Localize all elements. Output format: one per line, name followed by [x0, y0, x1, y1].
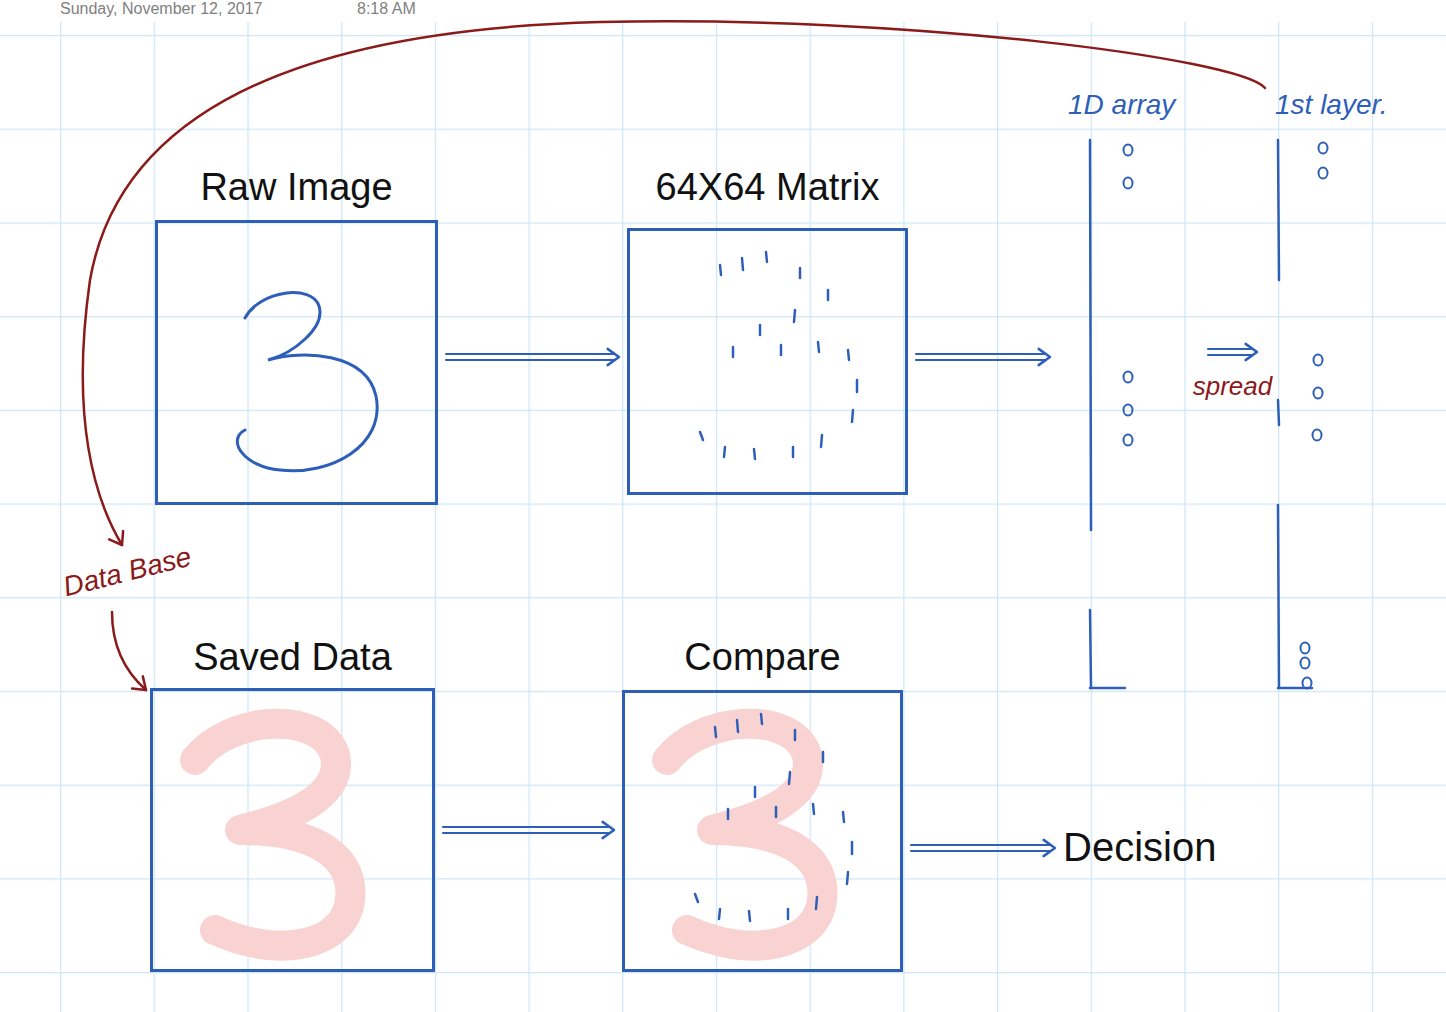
column-heading: 1st layer. [1265, 88, 1388, 122]
matrix-dots [700, 252, 857, 459]
bracket-tick [1090, 687, 1125, 690]
image-box: Compare [622, 633, 903, 972]
compare-three [667, 724, 822, 946]
edge-label: Data Base [60, 541, 195, 604]
curved-connector [83, 21, 1265, 545]
arrow-head [603, 822, 614, 838]
arrow-head [1246, 344, 1257, 360]
bracket-line [1278, 400, 1279, 425]
image-box: 64X64 Matrix [627, 163, 908, 495]
header-note: 8:18 AM [357, 0, 416, 18]
arrow-head [132, 676, 146, 690]
compare-dots [695, 714, 852, 921]
box-frame [155, 220, 438, 505]
neuron-dot [1319, 168, 1328, 179]
double-shaft [443, 832, 609, 834]
array-column: 1st layer. [1265, 88, 1443, 692]
neuron-dot [1124, 178, 1133, 189]
arrow-head [1039, 349, 1050, 365]
edge-label: spread [1193, 372, 1273, 402]
box-heading: Compare [684, 633, 840, 681]
connector [446, 349, 619, 365]
box-heading: 64X64 Matrix [656, 163, 880, 211]
double-shaft [911, 850, 1050, 852]
arrow-head [109, 531, 123, 545]
neuron-dot [1313, 430, 1322, 441]
arrow-head [1044, 840, 1055, 856]
array-bracket [1058, 88, 1200, 692]
array-bracket [1265, 88, 1443, 692]
double-shaft [916, 353, 1045, 355]
connector [916, 349, 1050, 365]
grid-paper [0, 22, 1446, 1012]
box-heading: Raw Image [200, 163, 392, 211]
neuron-dot [1124, 435, 1133, 446]
result-text: Decision [1063, 822, 1216, 872]
double-shaft [443, 826, 609, 828]
bracket-line [1090, 140, 1091, 530]
box-frame [622, 690, 903, 972]
double-shaft [446, 353, 614, 355]
neuron-dot [1314, 355, 1323, 366]
result-node: Decision [1063, 822, 1216, 872]
neuron-dot [1303, 678, 1312, 689]
image-box: Saved Data [150, 633, 435, 972]
neuron-dot [1124, 372, 1133, 383]
neuron-dot [1301, 658, 1310, 669]
bracket-line [1090, 610, 1091, 688]
neuron-dot [1319, 143, 1328, 154]
double-shaft [911, 844, 1050, 846]
neuron-dot [1314, 388, 1323, 399]
connector [443, 822, 614, 838]
array-column: 1D array [1058, 88, 1200, 692]
neuron-dot [1124, 145, 1133, 156]
connector [1208, 344, 1257, 360]
box-frame [627, 228, 908, 495]
saved-three [195, 724, 350, 946]
double-shaft [1208, 354, 1252, 356]
neuron-dot [1124, 405, 1133, 416]
double-shaft [916, 359, 1045, 361]
connector [911, 840, 1055, 856]
box-heading: Saved Data [193, 633, 392, 681]
double-shaft [446, 359, 614, 361]
arrow-head [608, 349, 619, 365]
bracket-line [1278, 140, 1279, 280]
header-note: Sunday, November 12, 2017 [60, 0, 263, 18]
image-box: Raw Image [155, 163, 438, 505]
column-heading: 1D array [1058, 88, 1175, 122]
connector [83, 21, 1265, 690]
neuron-dot [1301, 643, 1310, 654]
double-shaft [1208, 348, 1252, 350]
box-frame [150, 688, 435, 972]
bracket-line [1278, 505, 1279, 688]
handwritten-three [237, 293, 377, 471]
curved-connector [112, 612, 146, 690]
